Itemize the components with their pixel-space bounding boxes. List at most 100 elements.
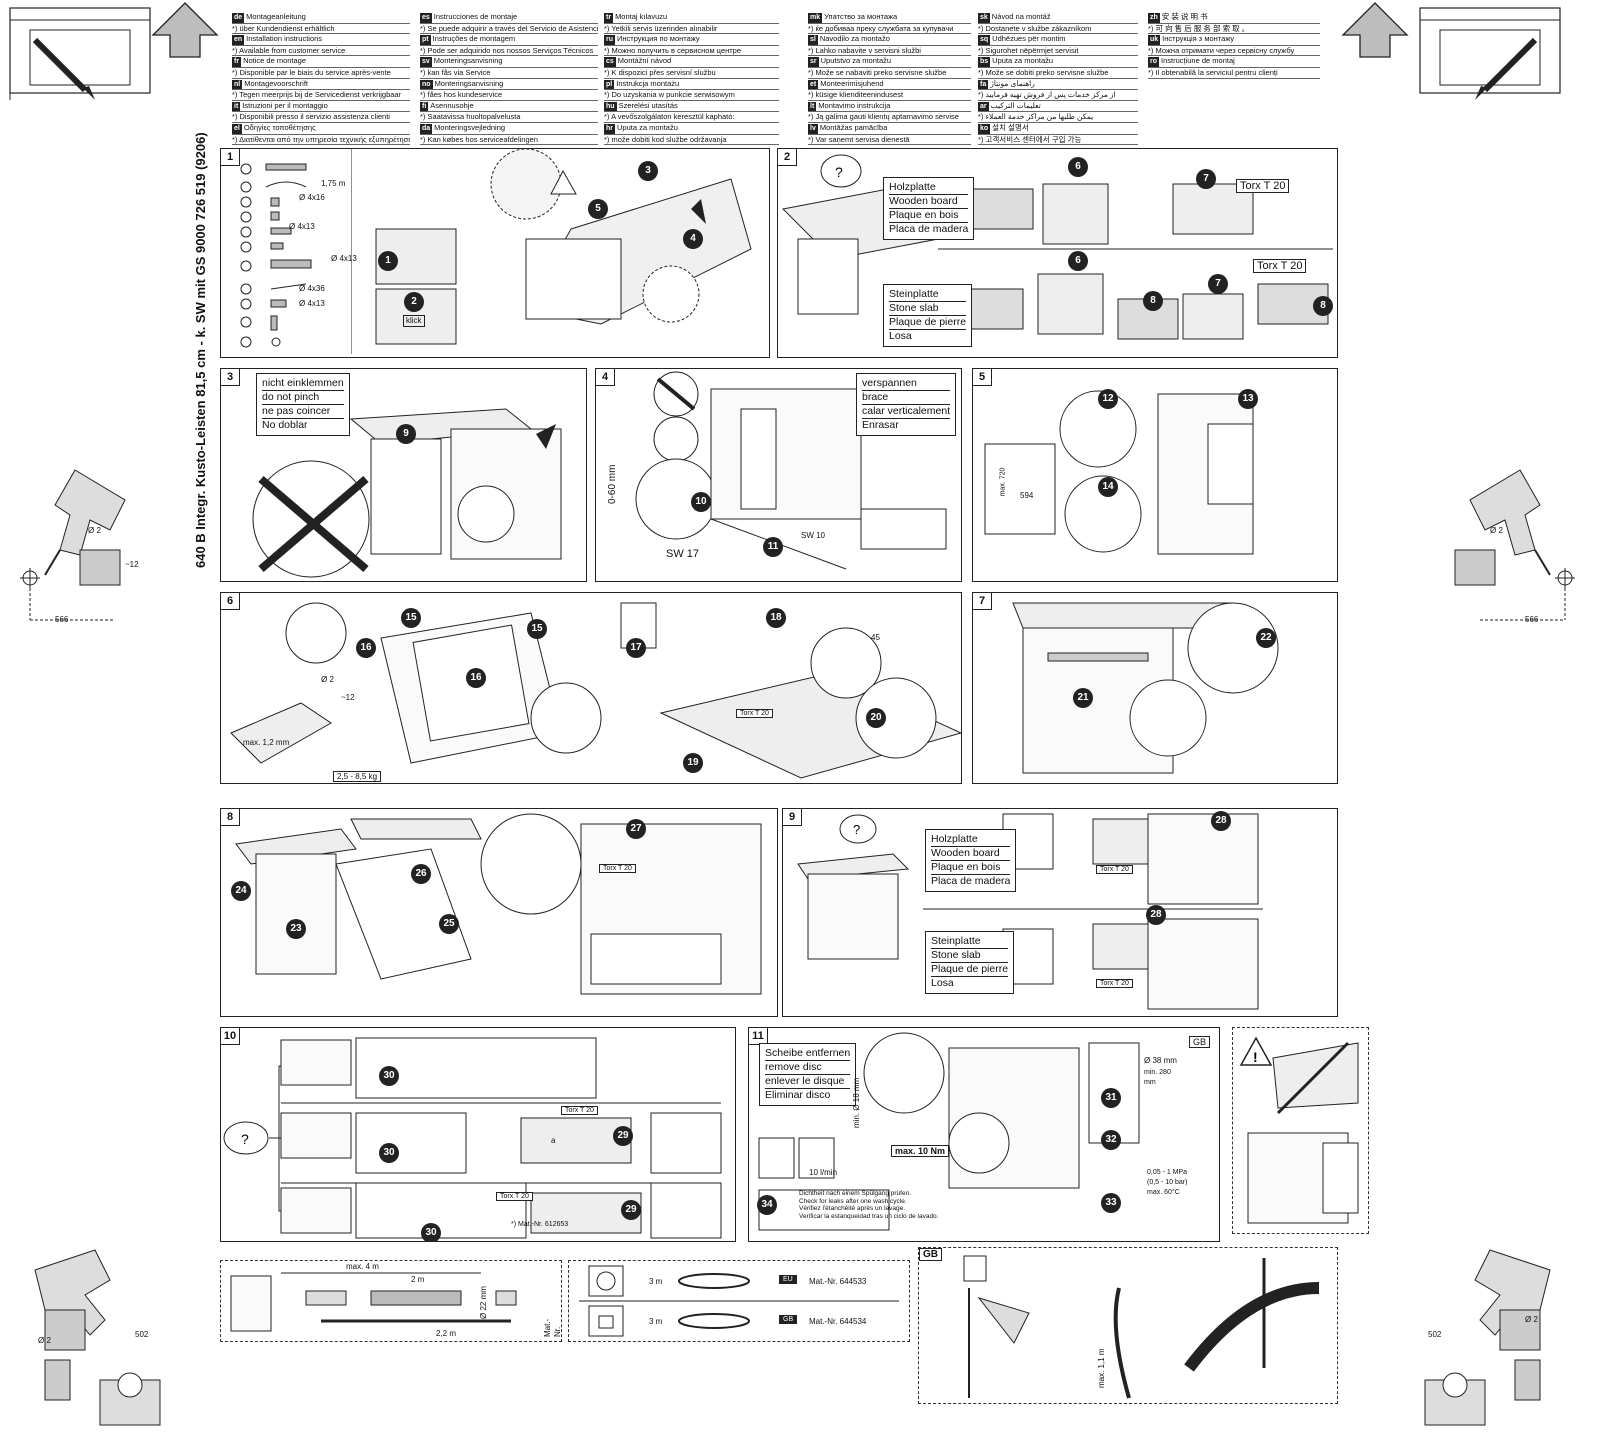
step-30c-marker: 30 (421, 1223, 441, 1241)
language-code: ar (978, 101, 989, 112)
step-32-marker: 32 (1101, 1130, 1121, 1150)
part-note-4: Ø 4x13 (331, 254, 357, 263)
torx-label: Torx T 20 (599, 864, 636, 873)
mat-number-gb: Mat.-Nr. 644534 (809, 1317, 867, 1326)
language-availability-note: *) از مرکز خدمات پس از فروش تهیه فرمایید (978, 90, 1138, 101)
svg-text:?: ? (241, 1131, 249, 1147)
language-title: Montageanleitung (246, 12, 306, 21)
step-26-marker: 26 (411, 864, 431, 884)
step-6-marker: 6 (1068, 157, 1088, 177)
language-availability-note: *) Можна отримати через сервісну службу (1148, 46, 1320, 57)
svg-text:?: ? (835, 164, 843, 180)
panel-9-illustration: ? (797, 813, 1263, 1010)
panel-7-illustration (1012, 602, 1279, 774)
step-21-marker: 21 (1073, 688, 1093, 708)
part-note-5: Ø 4x36 (299, 284, 325, 293)
language-availability-note: *) Tegen meerprijs bij de Servicedienst … (232, 90, 410, 101)
power-cord-illustration (579, 1265, 899, 1337)
height-range: 0-60 mm (607, 464, 618, 504)
language-availability-note: *) Disponible par le biais du service ap… (232, 68, 410, 79)
language-availability-note: *) kan fås via Service (420, 68, 598, 79)
drill-icon-right-bottom (1424, 1249, 1551, 1426)
language-code: sq (978, 35, 991, 45)
language-code: ru (604, 35, 615, 45)
gb-drain-box: GB max. 1,1 m (918, 1247, 1338, 1404)
language-code: nl (232, 79, 243, 90)
language-title: Monteringsvejledning (434, 122, 506, 132)
step-30b-marker: 30 (379, 1143, 399, 1163)
language-code: uk (1148, 35, 1161, 45)
step-27-marker: 27 (626, 819, 646, 839)
language-availability-note: *) Do uzyskania w punkcie serwisowym (604, 90, 779, 101)
panel-3-illustration (252, 408, 562, 578)
language-title: Montagevoorschrift (244, 78, 309, 88)
panel-number: 11 (749, 1028, 768, 1045)
leak-check-note: Dichtheit nach einem Spülgang prüfen.Che… (799, 1190, 939, 1220)
language-code: sk (978, 13, 990, 23)
step-15-marker: 15 (401, 608, 421, 628)
part-note-3: Ø 4x13 (289, 222, 315, 231)
panel-number: 8 (221, 809, 240, 826)
step-11-marker: 11 (763, 537, 783, 557)
region-gb: GB (779, 1315, 798, 1324)
part-note-6: Ø 4x13 (299, 299, 325, 308)
corner-pencil-illustration-left (9, 7, 151, 100)
language-title: Monteringsanvisning (434, 78, 504, 88)
drill-distance-502-left: 502 (135, 1330, 149, 1339)
language-availability-note: *) Može se dobiti preko servisne službe (978, 68, 1138, 79)
step-7-marker: 7 (1196, 169, 1216, 189)
language-code: et (808, 79, 819, 90)
region-eu: EU (779, 1275, 797, 1284)
language-availability-note: *) über Kundendienst erhältlich (232, 24, 410, 35)
language-title: Instrukcja montażu (616, 78, 680, 88)
step-22-marker: 22 (1256, 628, 1276, 648)
drill-diameter: Ø 2 (321, 675, 334, 684)
width-dimension: 594 (1020, 491, 1034, 500)
drain-min-height: min. 280 mm (1144, 1069, 1171, 1086)
language-title: Navodilo za montažo (819, 34, 890, 44)
language-code: no (420, 79, 433, 90)
panel-number: 3 (221, 369, 240, 386)
panel-number: 4 (596, 369, 615, 386)
language-title: Instruções de montagem (432, 34, 516, 44)
svg-text:!: ! (1253, 1049, 1258, 1065)
step-1-marker: 1 (378, 251, 398, 271)
panel-number: 7 (973, 593, 992, 610)
step-13-marker: 13 (1238, 389, 1258, 409)
language-code: fr (232, 57, 242, 67)
language-title: Asennusohje (430, 100, 474, 110)
language-title: Udhëzues për montim (992, 34, 1066, 44)
panel-10: 10 ? 30 30 30 29 29 Torx T 20 Torx T 20 … (220, 1027, 736, 1242)
step-15b-marker: 15 (527, 619, 547, 639)
step-8-marker: 8 (1143, 291, 1163, 311)
language-title: Installation instructions (246, 34, 323, 44)
step-2-marker: 2 (404, 292, 424, 312)
panel-6-illustration (230, 602, 961, 779)
drill-icon-right-top (1454, 469, 1575, 621)
gb-box-label: GB (919, 1248, 942, 1261)
language-code: da (420, 123, 433, 134)
language-availability-note: *) 고객서비스 센터에서 구입 가능 (978, 135, 1138, 146)
panel-6: 6 Ø 2 ~12 max. 1,2 mm 2,5 - 8,5 kg 15 15… (220, 592, 962, 784)
